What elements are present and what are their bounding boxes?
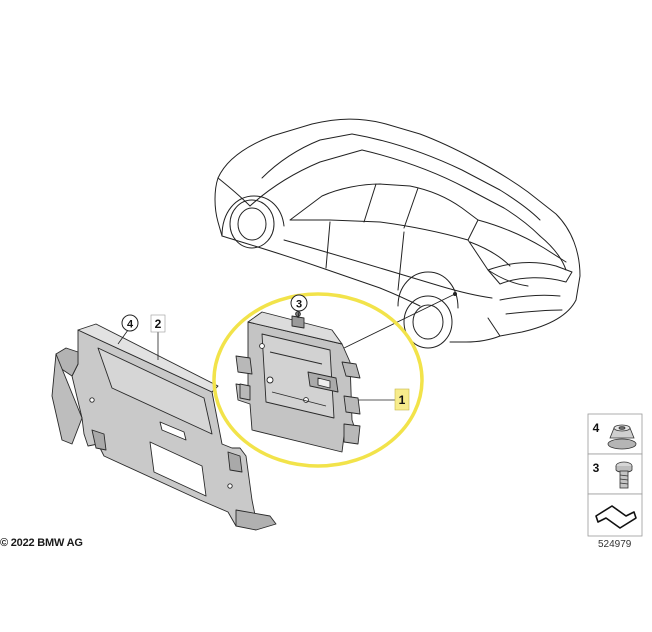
control-module-part-1 bbox=[235, 311, 361, 453]
callout-4: 4 bbox=[117, 314, 139, 345]
vehicle-outline bbox=[214, 118, 581, 349]
parts-legend: 4 3 bbox=[587, 413, 643, 537]
callout-3: 3 bbox=[290, 294, 308, 319]
legend-4-label: 4 bbox=[593, 421, 600, 435]
bracket-part-2 bbox=[51, 323, 277, 531]
nut-icon bbox=[607, 424, 637, 450]
diagram-id: 524979 bbox=[598, 539, 632, 550]
callout-1-label: 1 bbox=[399, 393, 406, 407]
callout-4-label: 4 bbox=[127, 319, 134, 331]
highlight-ring bbox=[212, 292, 424, 468]
callout-2: 2 bbox=[150, 314, 166, 360]
legend-3-label: 3 bbox=[593, 461, 600, 475]
callout-2-label: 2 bbox=[155, 317, 162, 331]
location-leader bbox=[339, 292, 457, 351]
callout-3-label: 3 bbox=[296, 299, 302, 311]
copyright-text: © 2022 BMW AG bbox=[0, 537, 83, 549]
mounting-symbol-icon bbox=[595, 505, 637, 529]
callout-1: 1 bbox=[358, 388, 410, 411]
screw-icon bbox=[615, 461, 633, 489]
